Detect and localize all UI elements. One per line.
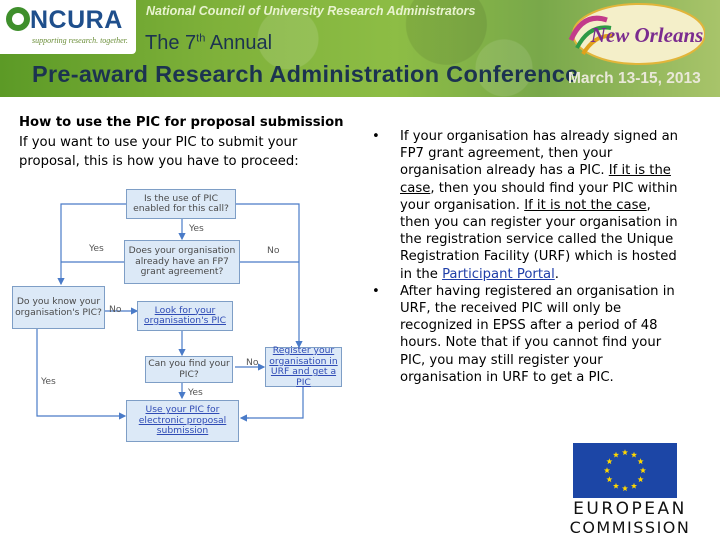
action-register-urf: Register your organisation in URF and ge… [265, 345, 342, 387]
eu-star-icon [630, 451, 638, 458]
eu-star-icon [612, 451, 620, 458]
eu-star-icon [637, 476, 644, 483]
ncura-logo: NCURA supporting research. together. [0, 0, 136, 54]
section-heading: How to use the PIC for proposal submissi… [19, 115, 344, 130]
flowchart-connectors [36, 203, 304, 422]
eu-star-icon [612, 482, 620, 489]
pic-flowchart: Is the use of PIC enabled for this call?… [9, 186, 354, 456]
svg-text:New Orleans: New Orleans [590, 23, 704, 47]
eu-star-icon [606, 458, 613, 465]
ncura-logo-tagline: supporting research. together. [32, 36, 128, 45]
underlined-if-case: If it is the case [400, 163, 671, 196]
new-orleans-logo: New Orleans [568, 3, 705, 65]
conference-title: Pre-award Research Administration Confer… [32, 61, 579, 87]
annual-line: The 7th Annual [145, 32, 273, 54]
participant-portal-link[interactable]: Participant Portal [442, 266, 555, 282]
bullet-item-2: • After having registered an organisatio… [372, 283, 675, 385]
eu-star-icon [639, 467, 647, 474]
action-look-for-pic: Look for your organisation's PIC [137, 301, 233, 331]
label-yes-3: Yes [41, 376, 56, 387]
eu-logo-line1: EUROPEAN [573, 499, 687, 519]
underlined-if-not-case: If it is not the case [524, 197, 647, 213]
label-no-2: No [109, 304, 122, 315]
eu-star-icon [621, 485, 629, 492]
eu-star-icon [606, 476, 613, 483]
bullet-list: • If your organisation has already signe… [372, 128, 682, 386]
action-use-pic: Use your PIC for electronic proposal sub… [126, 400, 239, 442]
q-pic-enabled: Is the use of PIC enabled for this call? [126, 189, 236, 219]
q-has-grant-agreement: Does your organisation already have an F… [124, 240, 240, 284]
q-know-pic: Do you know your organisation's PIC? [12, 286, 105, 329]
ncura-logo-text: NCURA [30, 6, 123, 34]
label-no-3: No [246, 357, 259, 368]
intro-text: If you want to use your PIC to submit yo… [19, 134, 299, 170]
eu-star-icon [621, 449, 629, 456]
q-can-find-pic: Can you find your PIC? [145, 356, 233, 383]
conference-dates: March 13-15, 2013 [568, 70, 701, 87]
label-no-1: No [267, 245, 280, 256]
left-intro: How to use the PIC for proposal submissi… [19, 113, 354, 172]
org-name: National Council of University Research … [146, 4, 476, 18]
eu-star-icon [603, 467, 611, 474]
eu-star-icon [630, 482, 638, 489]
label-yes-1: Yes [189, 223, 204, 234]
bullet-item-1: • If your organisation has already signe… [372, 129, 679, 282]
label-yes-4: Yes [188, 387, 203, 398]
eu-logo-line2: COMMISSION [569, 518, 691, 537]
eu-star-icon [637, 458, 644, 465]
label-yes-2: Yes [89, 243, 104, 254]
bullet-dot-icon: • [372, 129, 380, 144]
bullet-dot-icon: • [372, 283, 380, 299]
eu-flag-icon [573, 443, 677, 498]
ncura-logo-mark-icon [6, 7, 30, 31]
conference-banner: NCURA supporting research. together. Nat… [0, 0, 720, 97]
